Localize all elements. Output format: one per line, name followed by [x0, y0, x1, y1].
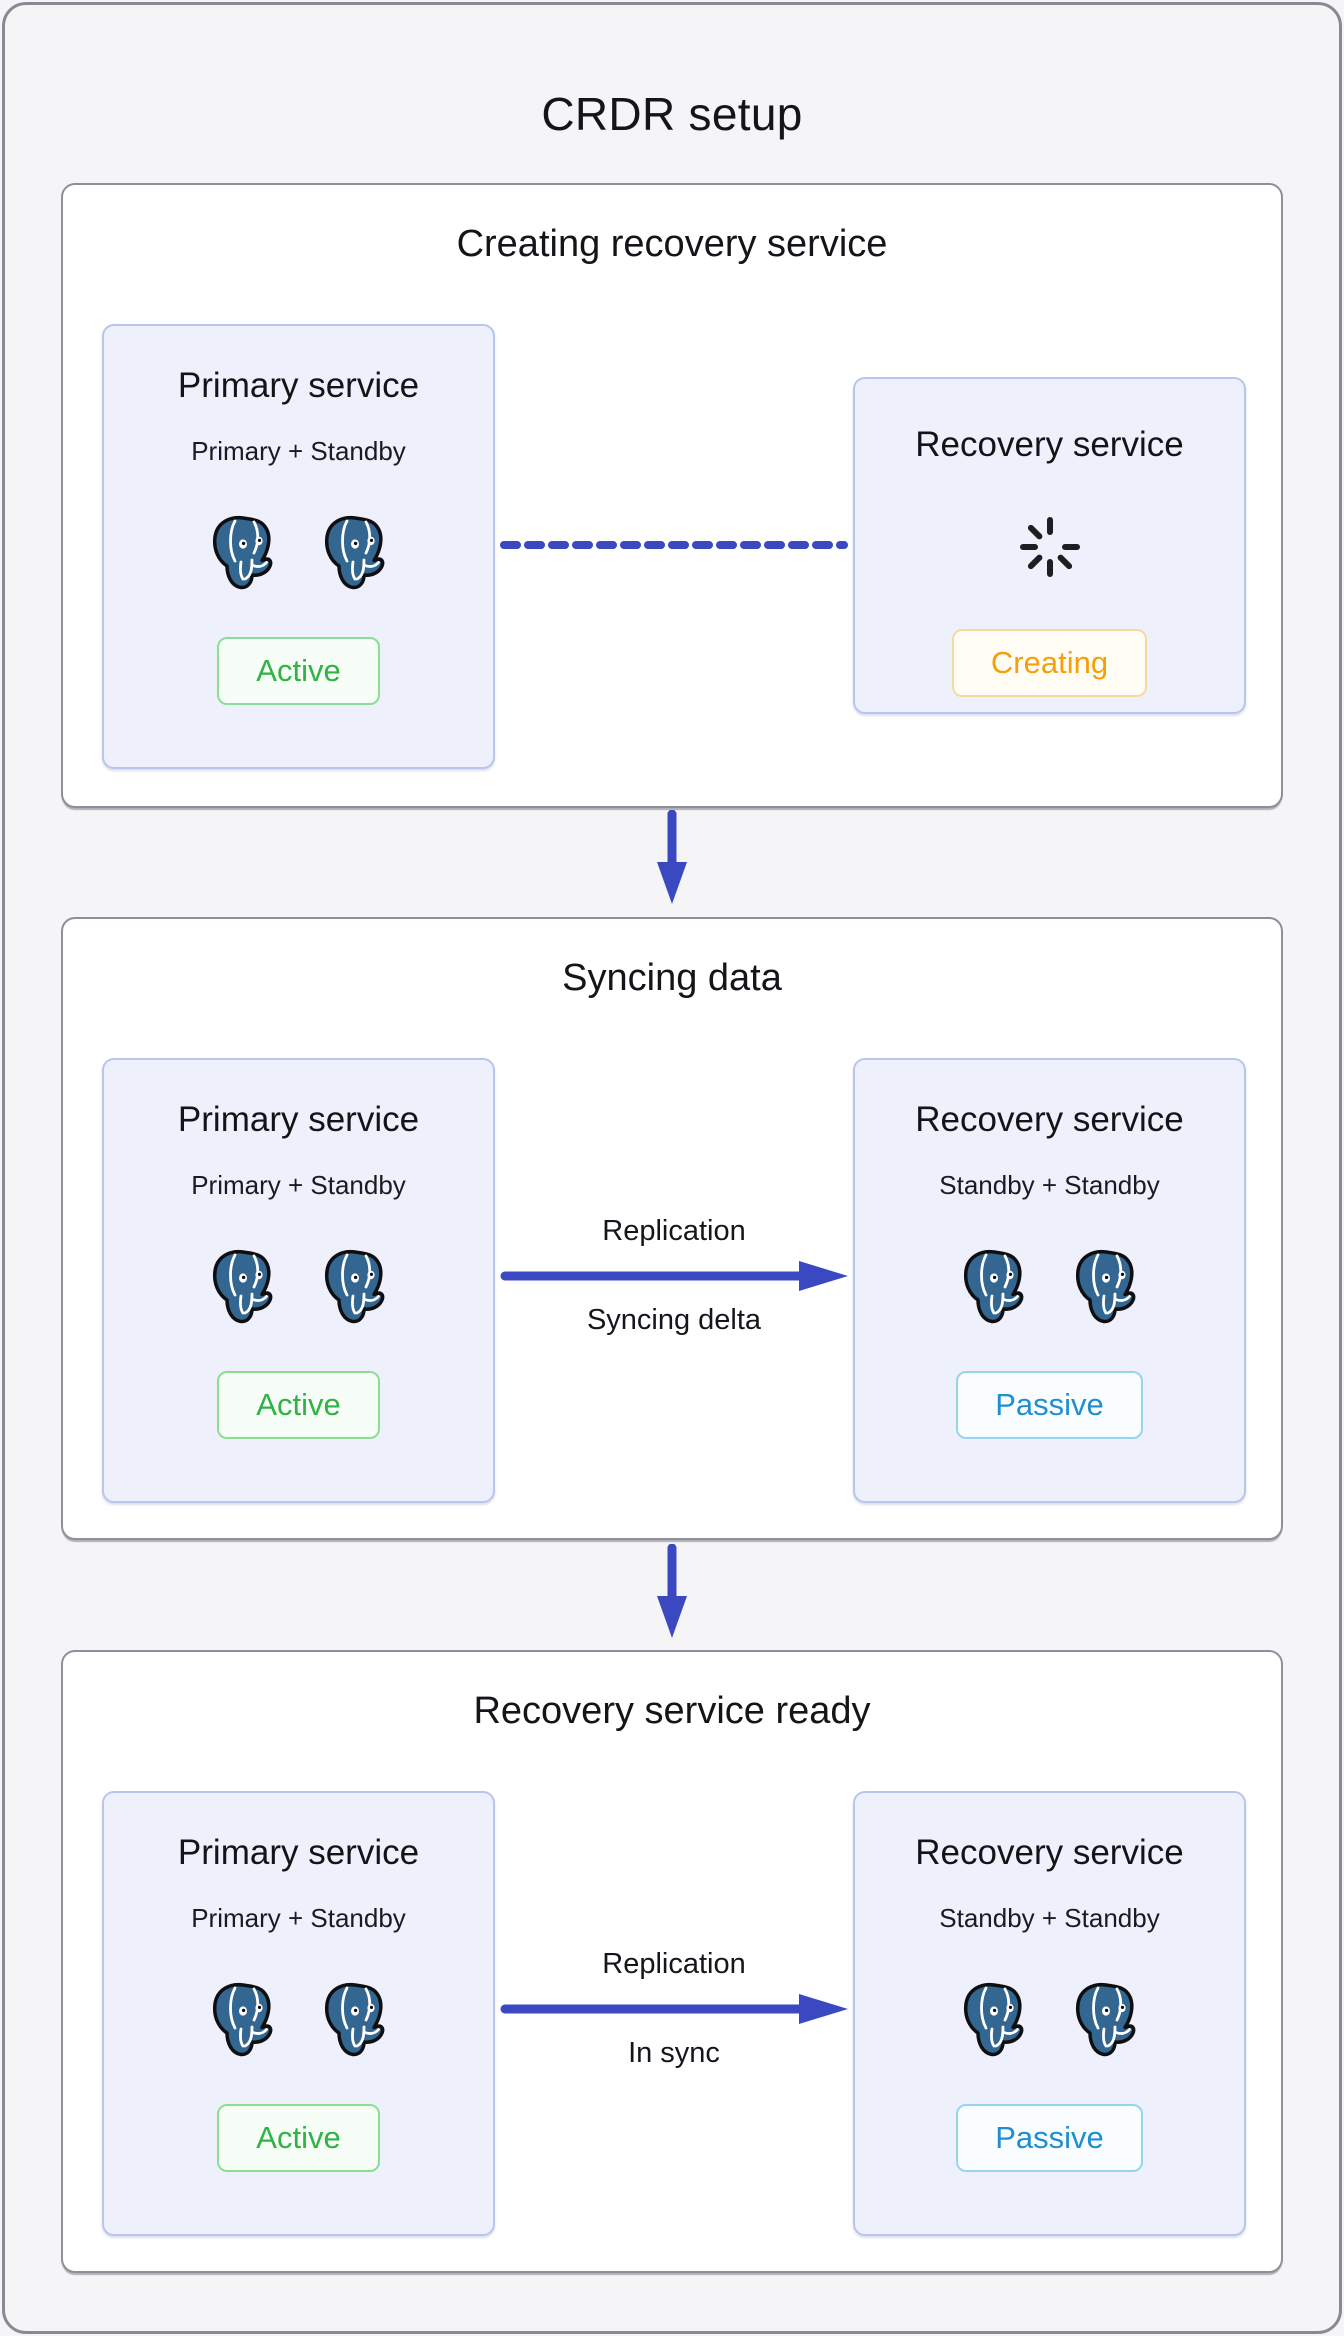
right-arrow-icon: [500, 1261, 848, 1291]
card-subtitle: Standby + Standby: [939, 1170, 1160, 1200]
recovery-service-card: Recovery service Standby + Standby Passi…: [853, 1058, 1246, 1503]
card-title: Primary service: [177, 1100, 420, 1139]
stage-recovery-service-ready: Recovery service ready Primary service P…: [61, 1650, 1283, 2273]
primary-service-card: Primary service Primary + Standby Active: [102, 324, 495, 769]
postgres-node-row: [957, 1980, 1143, 2060]
card-title: Recovery service: [915, 1833, 1184, 1872]
card-title: Primary service: [177, 1833, 420, 1872]
stage-heading: Creating recovery service: [456, 223, 888, 265]
sync-state-label: In sync: [628, 2037, 720, 2069]
card-title: Recovery service: [915, 1100, 1184, 1139]
status-badge-active: Active: [217, 2104, 380, 2172]
stage-syncing-data: Syncing data Primary service Primary + S…: [61, 917, 1283, 1540]
page-title: CRDR setup: [541, 87, 803, 140]
postgres-node-row: [206, 513, 392, 593]
recovery-service-card: Recovery service Creating: [853, 377, 1246, 714]
stage-creating-recovery-service: Creating recovery service Primary servic…: [61, 183, 1283, 808]
status-badge-active: Active: [217, 1371, 380, 1439]
creating-connection-dashed-line: [500, 541, 848, 549]
stage-heading: Recovery service ready: [473, 1690, 871, 1732]
card-title: Primary service: [177, 366, 420, 405]
postgres-elephant-icon: [957, 1980, 1031, 2060]
card-subtitle: Primary + Standby: [191, 1170, 406, 1200]
card-subtitle: Primary + Standby: [191, 436, 406, 466]
down-arrow-icon: [657, 1544, 687, 1638]
replication-connector: Replication Syncing delta: [499, 1215, 849, 1337]
status-badge-active: Active: [217, 637, 380, 705]
postgres-elephant-icon: [1069, 1980, 1143, 2060]
card-title: Recovery service: [915, 425, 1184, 464]
replication-connector: Replication In sync: [499, 1948, 849, 2070]
down-arrow-icon: [657, 810, 687, 904]
primary-service-card: Primary service Primary + Standby Active: [102, 1058, 495, 1503]
primary-service-card: Primary service Primary + Standby Active: [102, 1791, 495, 2236]
right-arrow-icon: [500, 1994, 848, 2024]
status-badge-passive: Passive: [956, 1371, 1143, 1439]
sync-state-label: Syncing delta: [586, 1304, 762, 1336]
loading-spinner-icon: [1019, 517, 1080, 577]
postgres-elephant-icon: [1069, 1247, 1143, 1327]
status-badge-creating: Creating: [951, 629, 1148, 697]
postgres-elephant-icon: [206, 513, 280, 593]
recovery-service-card: Recovery service Standby + Standby Passi…: [853, 1791, 1246, 2236]
postgres-elephant-icon: [318, 1980, 392, 2060]
card-subtitle: Standby + Standby: [939, 1903, 1160, 1933]
replication-label: Replication: [602, 1215, 746, 1247]
postgres-node-row: [957, 1247, 1143, 1327]
postgres-elephant-icon: [206, 1247, 280, 1327]
postgres-node-row: [206, 1980, 392, 2060]
status-badge-passive: Passive: [956, 2104, 1143, 2172]
card-subtitle: Primary + Standby: [191, 1903, 406, 1933]
postgres-elephant-icon: [206, 1980, 280, 2060]
replication-label: Replication: [602, 1948, 746, 1980]
postgres-elephant-icon: [318, 1247, 392, 1327]
postgres-elephant-icon: [957, 1247, 1031, 1327]
postgres-node-row: [206, 1247, 392, 1327]
postgres-elephant-icon: [318, 513, 392, 593]
stage-heading: Syncing data: [562, 957, 782, 999]
